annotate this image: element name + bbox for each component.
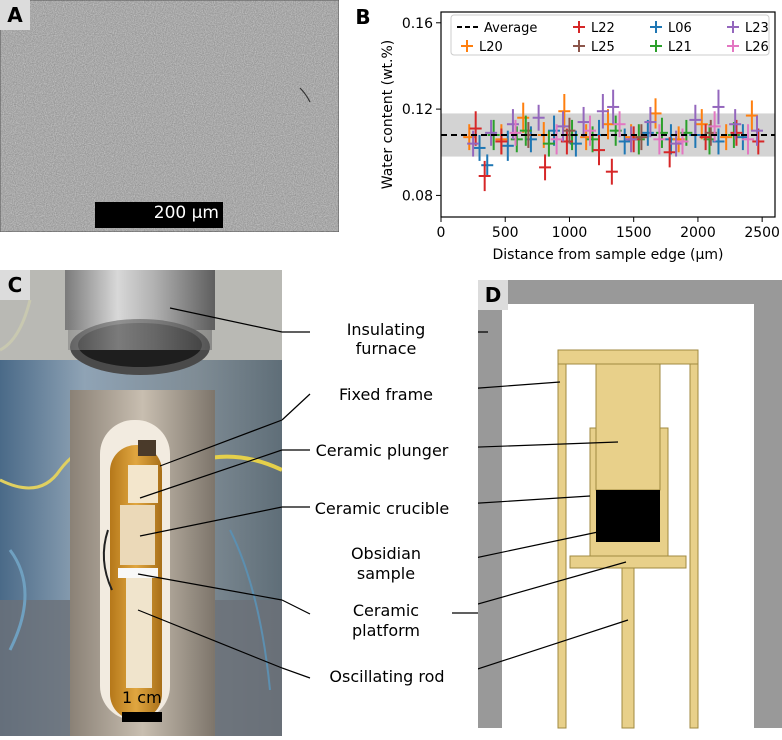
scale-bar-c xyxy=(122,712,162,722)
scale-bar-a: 200 µm xyxy=(95,202,223,228)
legend-label: L20 xyxy=(479,40,503,55)
series-l26 xyxy=(509,111,755,155)
label-ceramic-crucible: Ceramic crucible xyxy=(314,499,450,518)
panel-a: A 200 µm xyxy=(0,0,340,233)
annotation-lines xyxy=(282,331,478,679)
fixed-frame-shape xyxy=(557,349,699,729)
scale-bar-c-label: 1 cm xyxy=(122,688,162,707)
y-tick-label: 0.16 xyxy=(402,16,433,32)
apparatus-schematic xyxy=(395,280,782,729)
scale-bar-a-label: 200 µm xyxy=(153,203,219,223)
panel-c-label: C xyxy=(0,270,30,300)
series-l06 xyxy=(473,115,749,176)
apparatus-photo xyxy=(0,270,283,736)
x-axis-label: Distance from sample edge (μm) xyxy=(493,247,724,263)
panel-b-label: B xyxy=(355,5,371,29)
legend-label: L25 xyxy=(591,40,615,55)
micrograph-image xyxy=(0,0,340,233)
ceramic-platform-shape xyxy=(569,555,687,569)
panel-d: D xyxy=(395,270,782,736)
plot-frame xyxy=(440,11,776,218)
legend-label: Average xyxy=(484,21,537,36)
label-fixed-frame: Fixed frame xyxy=(339,385,433,404)
legend-box xyxy=(450,14,770,56)
label-insulating-furnace: Insulating furnace xyxy=(346,320,426,358)
x-tick-label: 2500 xyxy=(744,225,780,241)
label-ceramic-plunger: Ceramic plunger xyxy=(315,441,449,460)
panel-a-label: A xyxy=(0,0,30,30)
legend-label: L06 xyxy=(668,21,692,36)
x-tick-label: 0 xyxy=(437,225,446,241)
y-tick-label: 0.08 xyxy=(402,188,433,204)
x-tick-label: 1500 xyxy=(616,225,652,241)
legend-label: L21 xyxy=(668,40,692,55)
label-oscillating-rod: Oscillating rod xyxy=(329,667,445,686)
y-tick-label: 0.12 xyxy=(402,102,433,118)
obsidian-sample-shape xyxy=(596,490,660,542)
ceramic-plunger-shape xyxy=(595,363,661,491)
label-ceramic-platform: Ceramic platform xyxy=(352,601,420,640)
label-obsidian-sample: Obsidian sample xyxy=(350,544,422,583)
panel-d-label: D xyxy=(478,280,508,310)
x-tick-label: 500 xyxy=(492,225,519,241)
series-l23 xyxy=(467,89,764,157)
water-content-chart: 0 500 1000 1500 2000 2500 0.08 0.12 0.16Distance… xyxy=(380,11,780,263)
oscillating-rod-shape xyxy=(621,567,635,729)
legend-label: L26 xyxy=(745,40,769,55)
legend-label: L23 xyxy=(745,21,769,36)
legend-label: L22 xyxy=(591,21,615,36)
y-axis-label: Water content (wt.%) xyxy=(380,40,396,190)
x-tick-label: 2000 xyxy=(680,225,716,241)
annotation-column: Insulating furnace Fixed frame Ceramic p… xyxy=(282,270,478,736)
x-tick-label: 1000 xyxy=(552,225,588,241)
panel-c: C 1 cm xyxy=(0,270,283,736)
insulating-furnace-shape xyxy=(478,280,782,728)
